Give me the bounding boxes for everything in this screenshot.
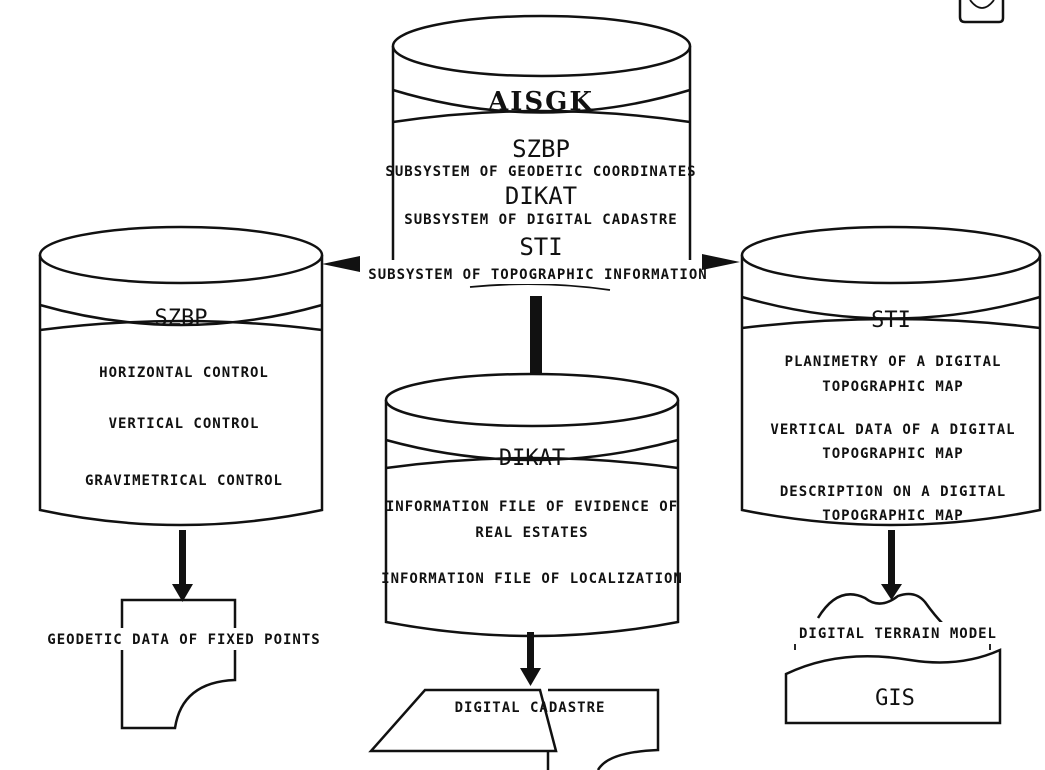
- dikat-item: INFORMATION FILE OF LOCALIZATION: [381, 571, 683, 587]
- arrow-right-to-sti-icon: [702, 254, 740, 270]
- corner-logo-icon: [958, 0, 1005, 24]
- main-to-dikat-connector: [530, 296, 542, 378]
- main-db-title: AISGK: [487, 87, 594, 117]
- sti-database-cylinder: [740, 225, 1042, 527]
- cadastre-output-label: DIGITAL CADASTRE: [455, 700, 606, 716]
- sti-item: TOPOGRAPHIC MAP: [822, 508, 963, 524]
- sti-item: TOPOGRAPHIC MAP: [822, 379, 963, 395]
- geodetic-document-shape: [120, 598, 237, 730]
- sti-db-title: STI: [871, 308, 911, 333]
- arrow-sti-to-output-icon: [881, 530, 902, 600]
- sti-item: PLANIMETRY OF A DIGITAL: [785, 354, 1002, 370]
- szbp-item: GRAVIMETRICAL CONTROL: [85, 473, 283, 489]
- szbp-database-cylinder: [38, 225, 324, 527]
- main-database-cylinder: [391, 14, 692, 291]
- dikat-item: REAL ESTATES: [475, 525, 588, 541]
- dikat-database-cylinder: [384, 372, 680, 638]
- sti-item: DESCRIPTION ON A DIGITAL: [780, 484, 1006, 500]
- sti-item: TOPOGRAPHIC MAP: [822, 446, 963, 462]
- szbp-db-title: SZBP: [155, 306, 208, 331]
- arrow-szbp-to-output-icon: [172, 530, 193, 602]
- arrow-left-to-szbp-icon: [322, 256, 360, 272]
- terrain-output-label: DIGITAL TERRAIN MODEL: [799, 626, 997, 642]
- main-szbp-desc: SUBSYSTEM OF GEODETIC COORDINATES: [385, 164, 696, 180]
- main-szbp-code: SZBP: [512, 135, 570, 163]
- arrow-dikat-to-output-icon: [520, 632, 541, 686]
- main-sti-code: STI: [519, 233, 562, 261]
- cadastre-output-shape: [368, 688, 660, 770]
- main-sti-desc: SUBSYSTEM OF TOPOGRAPHIC INFORMATION: [368, 267, 707, 283]
- geodetic-output-label: GEODETIC DATA OF FIXED POINTS: [47, 632, 320, 648]
- sti-item: VERTICAL DATA OF A DIGITAL: [770, 422, 1015, 438]
- dikat-db-title: DIKAT: [499, 446, 565, 471]
- main-dikat-desc: SUBSYSTEM OF DIGITAL CADASTRE: [404, 212, 677, 228]
- szbp-item: HORIZONTAL CONTROL: [99, 365, 269, 381]
- szbp-item: VERTICAL CONTROL: [109, 416, 260, 432]
- gis-output-label: GIS: [875, 686, 915, 711]
- main-dikat-code: DIKAT: [505, 182, 577, 210]
- dikat-item: INFORMATION FILE OF EVIDENCE OF: [386, 499, 678, 515]
